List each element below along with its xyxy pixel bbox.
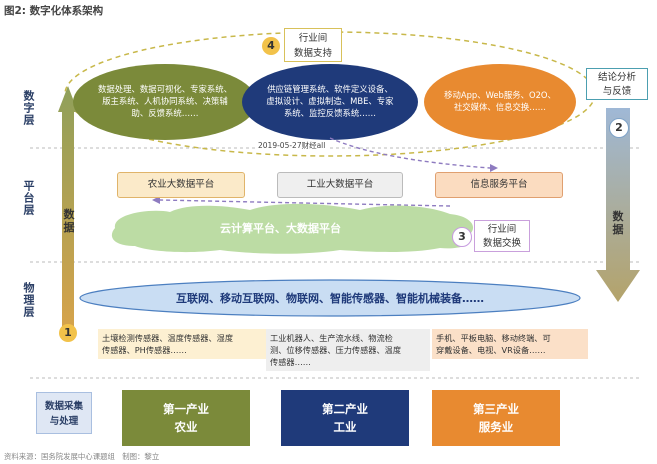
ellipse-middle-line: 虚拟设计、虚拟制造、MBE、专家 (266, 96, 394, 106)
industrial-device-line: 工业机器人、生产流水线、物流检 (270, 333, 393, 343)
collect-box-line-2: 与处理 (49, 416, 79, 427)
industry-sub: 农业 (174, 420, 198, 434)
ellipse-left-text: 数据处理、数据可视化、专家系统、 版主系统、人机协同系统、决策辅 助、反馈系统…… (85, 83, 245, 119)
ellipse-right-text: 移动App、Web服务、O2O、 社交媒体、信息交换…… (430, 89, 570, 113)
industry-data-exchange-box: 行业间 数据交换 (474, 220, 530, 252)
industrial-device-line: 测、位移传感器、压力传感器、温度 (270, 345, 402, 355)
source-footer: 资料来源：国务院发展中心课题组 制图：黎立 (4, 452, 160, 461)
ellipse-right-line: 移动App、Web服务、O2O、 (444, 90, 556, 100)
agri-sensor-line: 土壤检测传感器、温度传感器、湿度 (102, 333, 234, 343)
timestamp-watermark: 2019-05-27财经all (256, 140, 328, 151)
info-service-platform: 信息服务平台 (435, 172, 563, 198)
industry-sub: 工业 (333, 420, 357, 434)
industry-secondary: 第二产业 工业 (281, 390, 409, 446)
industry-data-support-box: 行业间 数据支持 (284, 28, 342, 62)
ellipse-left-line: 助、反馈系统…… (131, 108, 199, 118)
industry-tertiary: 第三产业 服务业 (432, 390, 560, 446)
ellipse-left-line: 数据处理、数据可视化、专家系统、 (98, 84, 232, 94)
ellipse-middle-text: 供应链管理系统、软件定义设备、 虚拟设计、虚拟制造、MBE、专家 系统、监控反馈… (250, 83, 410, 119)
service-device-line: 手机、平板电脑、移动终端、可 (436, 333, 551, 343)
step-number-2: 2 (609, 118, 629, 138)
industry-primary: 第一产业 农业 (122, 390, 250, 446)
industry-name: 第一产业 (163, 402, 209, 416)
service-device-line: 穿戴设备、电视、VR设备…… (436, 345, 546, 355)
ellipse-right-shape (424, 64, 576, 140)
agri-sensor-line: 传感器、PH传感器…… (102, 345, 187, 355)
top-box-line-1: 行业间 (298, 33, 328, 44)
ellipse-middle-shape (242, 64, 418, 140)
step-number-4: 4 (262, 37, 280, 55)
service-device-list: 手机、平板电脑、移动终端、可 穿戴设备、电视、VR设备…… (432, 329, 588, 359)
agri-bigdata-platform: 农业大数据平台 (117, 172, 245, 198)
iot-band-text: 互联网、移动互联网、物联网、智能传感器、智能机械装备…… (176, 292, 484, 305)
cloud-shape (111, 203, 474, 254)
collect-box-line-1: 数据采集 (44, 401, 83, 412)
layer-label-platform: 平台层 (22, 180, 35, 216)
analysis-box-line-1: 结论分析 (597, 72, 636, 83)
industry-name: 第二产业 (322, 402, 368, 416)
industrial-bigdata-platform: 工业大数据平台 (277, 172, 403, 198)
analysis-feedback-box: 结论分析 与反馈 (586, 68, 648, 100)
ellipse-middle-line: 系统、监控反馈系统…… (283, 108, 377, 118)
industrial-device-line: 传感器…… (270, 357, 311, 367)
layer-label-physical: 物理层 (22, 282, 35, 318)
left-up-arrow (58, 86, 78, 340)
figure-title: 图2: 数字化体系架构 (4, 5, 104, 17)
exchange-box-line-2: 数据交换 (482, 238, 521, 249)
industrial-device-list: 工业机器人、生产流水线、物流检 测、位移传感器、压力传感器、温度 传感器…… (266, 329, 430, 371)
iot-band-shape (79, 279, 581, 317)
step-number-3: 3 (452, 227, 472, 247)
ellipse-middle-line: 供应链管理系统、软件定义设备、 (267, 84, 393, 94)
ellipse-left-line: 版主系统、人机协同系统、决策辅 (102, 96, 228, 106)
industry-name: 第三产业 (473, 402, 519, 416)
cloud-platform-text: 云计算平台、大数据平台 (220, 222, 341, 235)
top-box-line-2: 数据支持 (293, 48, 332, 59)
right-down-arrow (596, 108, 640, 302)
exchange-box-line-1: 行业间 (487, 224, 517, 235)
ellipse-right-line: 社交媒体、信息交换…… (453, 102, 547, 112)
analysis-box-line-2: 与反馈 (602, 86, 632, 97)
purple-arrow-up (159, 199, 451, 207)
industry-sub: 服务业 (478, 420, 514, 434)
data-collection-box: 数据采集 与处理 (36, 392, 92, 434)
left-arrow-label: 数据 (63, 208, 75, 234)
right-arrow-label: 数据 (612, 210, 624, 236)
step-number-1: 1 (59, 324, 77, 342)
ellipse-left-shape (73, 64, 257, 140)
layer-label-digital: 数字层 (22, 90, 35, 126)
agri-sensor-list: 土壤检测传感器、温度传感器、湿度 传感器、PH传感器…… (98, 329, 266, 359)
